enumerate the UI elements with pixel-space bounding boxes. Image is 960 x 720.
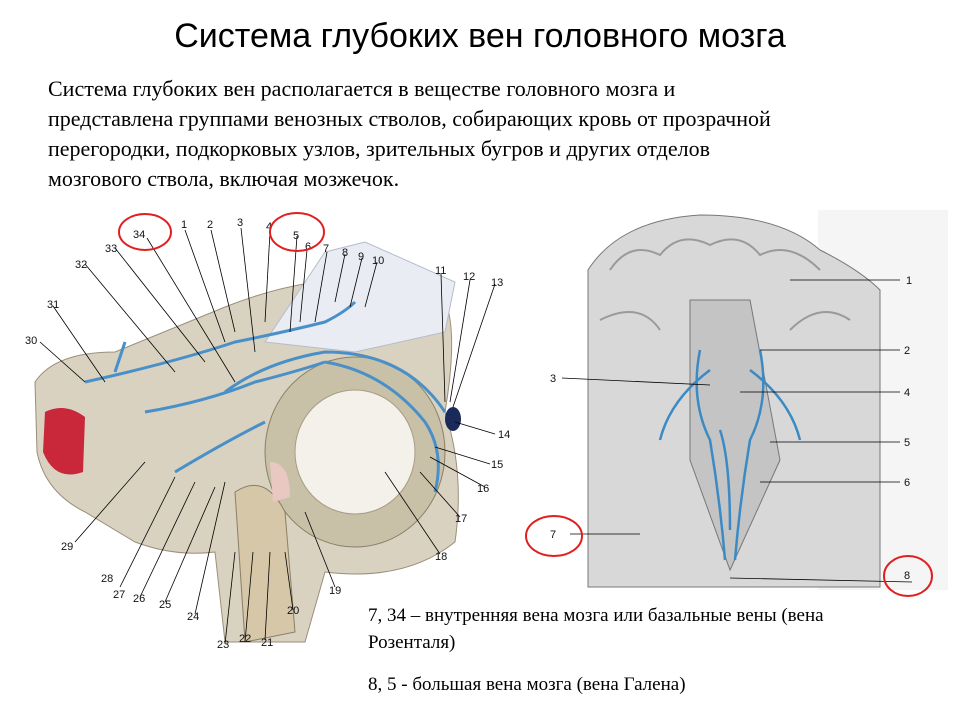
label-6: 6 [305,241,311,253]
label-14: 14 [498,429,510,441]
label-5: 5 [293,230,299,242]
caption-internal-vein: 7, 34 – внутренняя вена мозга или базаль… [368,602,960,656]
brainstem-shape [234,484,296,643]
label-13: 13 [491,277,503,289]
highlight-circle-34 [118,213,172,251]
label-3: 3 [550,373,556,385]
label-2: 2 [904,345,910,357]
coronal-illustration-svg: 1 2 3 4 5 6 7 8 [525,210,948,597]
label-33: 33 [105,243,117,255]
ventricle-region [689,299,781,572]
label-7: 7 [550,529,556,541]
pink-region [270,462,290,502]
label-21: 21 [261,637,273,649]
intro-line: Система глубоких вен располагается в вещ… [48,76,676,101]
vein-network [84,300,447,493]
intro-paragraph: Система глубоких вен располагается в вещ… [48,74,928,194]
gyri-outline [599,238,851,331]
right-figure-labels: 1 2 3 4 5 6 7 8 [550,275,912,582]
label-28: 28 [101,573,113,585]
label-3: 3 [237,217,243,229]
label-25: 25 [159,599,171,611]
red-cut-surface [43,408,85,475]
sagittal-vein-illustration: 34 1 2 3 4 5 6 7 8 9 10 11 12 13 14 15 1… [25,212,520,660]
leader-lines [39,227,496,645]
right-leader-lines [561,279,913,583]
caption-line: 7, 34 – внутренняя вена мозга или базаль… [368,605,824,626]
internal-veins [658,349,802,561]
label-7: 7 [323,243,329,255]
label-5: 5 [904,437,910,449]
cerebellum-white-matter [294,389,416,515]
intro-line: перегородки, подкорковых узлов, зрительн… [48,136,711,161]
figure-labels: 34 1 2 3 4 5 6 7 8 9 10 11 12 13 14 15 1… [25,217,510,651]
highlight-circle-7 [525,515,583,557]
label-22: 22 [239,633,251,645]
label-4: 4 [266,221,272,233]
label-26: 26 [133,593,145,605]
label-1: 1 [181,219,187,231]
label-30: 30 [25,335,37,347]
label-15: 15 [491,459,503,471]
coronal-vein-illustration: 1 2 3 4 5 6 7 8 [520,200,960,600]
highlight-circle-5 [269,212,325,252]
label-8: 8 [904,570,910,582]
label-10: 10 [372,255,384,267]
label-34: 34 [133,229,145,241]
label-29: 29 [61,541,73,553]
label-12: 12 [463,271,475,283]
caption-galen-vein: 8, 5 - большая вена мозга (вена Галена) [368,674,686,695]
slide-title: Система глубоких вен головного мозга [174,17,786,55]
label-17: 17 [455,513,467,525]
label-9: 9 [358,251,364,263]
label-16: 16 [477,483,489,495]
label-31: 31 [47,299,59,311]
highlight-circle-8 [883,555,933,597]
label-11: 11 [435,265,446,277]
label-24: 24 [187,611,199,623]
label-4: 4 [904,387,910,399]
label-18: 18 [435,551,447,563]
label-19: 19 [329,585,341,597]
label-6: 6 [904,477,910,489]
label-20: 20 [287,605,299,617]
label-23: 23 [217,639,229,651]
label-1: 1 [906,275,912,287]
label-32: 32 [75,259,87,271]
intro-line: представлена группами венозных стволов, … [48,106,771,131]
label-8: 8 [342,247,348,259]
intro-line: мозгового ствола, включая мозжечок. [48,166,400,191]
caption-line: Розенталя) [368,632,456,653]
label-2: 2 [207,219,213,231]
label-27: 27 [113,589,125,601]
sinus-shape [445,407,461,431]
sagittal-illustration-svg: 34 1 2 3 4 5 6 7 8 9 10 11 12 13 14 15 1… [25,212,510,651]
